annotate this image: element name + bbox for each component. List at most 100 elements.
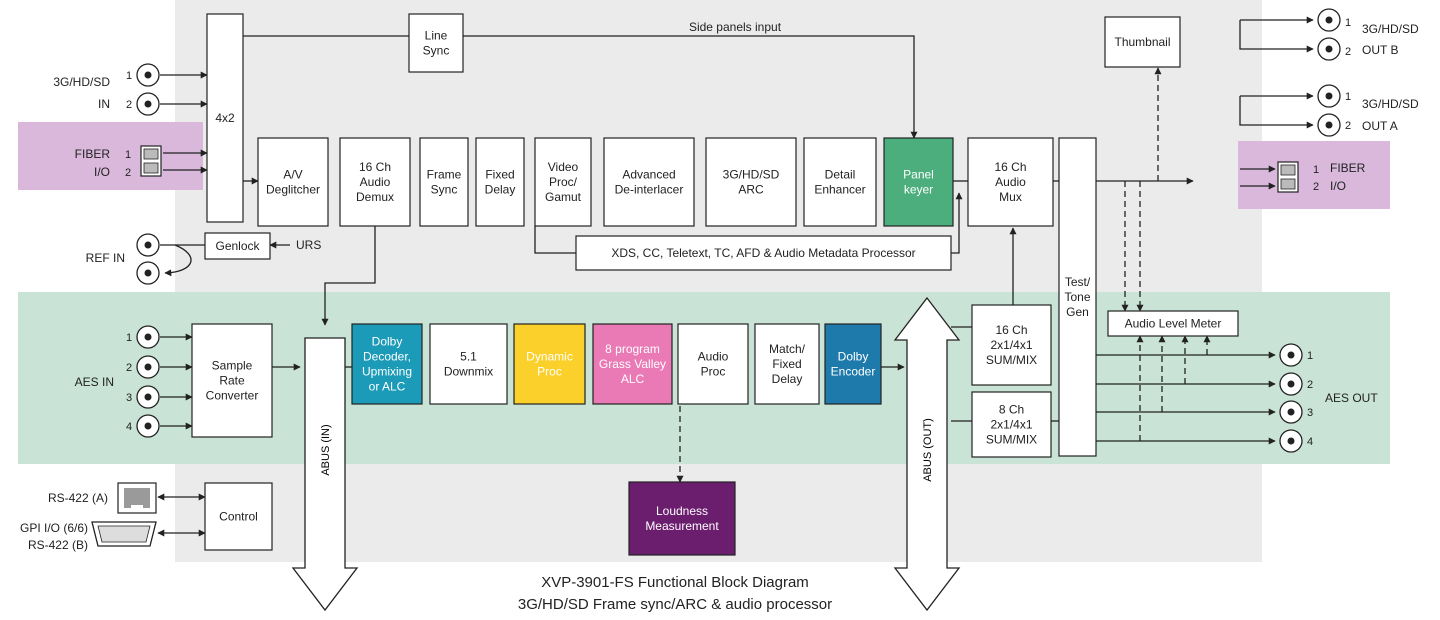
- dolby-encoder-label: Encoder: [831, 365, 876, 379]
- bnc-connector-icon: [1279, 343, 1303, 367]
- line-sync-label: Sync: [423, 44, 450, 58]
- detail-enhancer-label: Enhancer: [814, 183, 865, 197]
- genlock-label: Genlock: [215, 239, 260, 253]
- fiber-in-label-2: I/O: [94, 165, 110, 179]
- dolby-decoder-label: Upmixing: [362, 365, 412, 379]
- video-proc-label: Proc/: [549, 175, 578, 189]
- router-label: 4x2: [215, 111, 235, 125]
- diagram-subtitle: 3G/HD/SD Frame sync/ARC & audio processo…: [518, 596, 832, 613]
- bnc-connector-icon: [1317, 8, 1341, 32]
- av-deglitcher-label: A/V: [283, 168, 302, 182]
- loudness-label: Measurement: [645, 519, 719, 533]
- sum16-label: 16 Ch: [995, 323, 1027, 337]
- audio-proc-label: Audio: [698, 350, 729, 364]
- audio-demux-label: 16 Ch: [359, 160, 391, 174]
- connections: [157, 16, 1314, 537]
- line-sync-label: Line: [425, 29, 448, 43]
- match-delay-label: Fixed: [772, 357, 801, 371]
- abus-in-arrow: ABUS (IN): [291, 337, 359, 612]
- metadata-block: XDS, CC, Teletext, TC, AFD & Audio Metad…: [575, 235, 952, 271]
- port-num: 2: [1345, 46, 1351, 58]
- sample-rate-label: Sample: [212, 359, 253, 373]
- genlock-block: Genlock: [204, 232, 271, 260]
- sum8-label: SUM/MIX: [986, 433, 1037, 447]
- sdi-out-b-label-2: OUT B: [1362, 43, 1398, 57]
- bnc-connector-icon: [1279, 372, 1303, 396]
- router-block: 4x2: [206, 13, 244, 223]
- thumbnail-label: Thumbnail: [1114, 35, 1170, 49]
- port-num: 2: [126, 99, 132, 111]
- sum16-label: SUM/MIX: [986, 353, 1037, 367]
- frame-sync-label: Sync: [431, 183, 458, 197]
- urs-label: URS: [296, 238, 321, 252]
- port-num: 1: [1307, 350, 1313, 362]
- sdi-out-a-label-2: OUT A: [1362, 119, 1398, 133]
- audio-mux-label: Mux: [999, 190, 1022, 204]
- match-delay-label: Match/: [769, 342, 806, 356]
- dolby-decoder-label: or ALC: [369, 380, 406, 394]
- downmix-label: 5.1: [460, 350, 477, 364]
- rs422a-label: RS-422 (A): [48, 491, 108, 505]
- audio-demux-label: Audio: [360, 175, 391, 189]
- port-num: 3: [1307, 407, 1313, 419]
- port-num: 1: [125, 149, 131, 161]
- detail-enhancer-label: Detail: [825, 168, 856, 182]
- gv-alc-label: 8 program: [605, 342, 660, 356]
- fixed-delay-label: Fixed: [485, 168, 514, 182]
- side-panels-annotation: Side panels input: [689, 20, 782, 34]
- fiber-out-connector-icon: [1277, 161, 1299, 193]
- abus-out-label: ABUS (OUT): [922, 418, 934, 482]
- av-deglitcher-label: Deglitcher: [266, 183, 320, 197]
- dynamic-proc-label: Dynamic: [526, 350, 573, 364]
- bnc-connector-icon: [136, 92, 160, 116]
- sdi-out-a-label-1: 3G/HD/SD: [1362, 97, 1419, 111]
- port-num: 4: [126, 421, 132, 433]
- aes-out-label: AES OUT: [1325, 391, 1378, 405]
- port-num: 1: [126, 332, 132, 344]
- bnc-connector-icon: [136, 325, 160, 349]
- port-num: 2: [1345, 120, 1351, 132]
- aes-in-label: AES IN: [75, 375, 114, 389]
- db-connector-icon: [91, 521, 157, 547]
- downmix-label: Downmix: [444, 365, 493, 379]
- control-block: Control: [204, 482, 273, 551]
- match-delay-label: Delay: [772, 372, 803, 386]
- metadata-label: XDS, CC, Teletext, TC, AFD & Audio Metad…: [611, 246, 915, 260]
- test-tone-label: Tone: [1064, 290, 1090, 304]
- fiber-in-band: [18, 122, 203, 190]
- sum16-label: 2x1/4x1: [990, 338, 1032, 352]
- sdi-in-label-1: 3G/HD/SD: [53, 75, 110, 89]
- sample-rate-label: Converter: [206, 389, 259, 403]
- fiber-in-connector-icon: [140, 145, 162, 177]
- bnc-connector-icon: [136, 355, 160, 379]
- bnc-connector-icon: [136, 261, 160, 285]
- port-num: 4: [1307, 436, 1313, 448]
- dynamic-proc-label: Proc: [537, 365, 562, 379]
- abus-in-label: ABUS (IN): [320, 424, 332, 475]
- abus-out-arrow: ABUS (OUT): [893, 296, 961, 612]
- bnc-connector-icon: [136, 414, 160, 438]
- port-num: 1: [1313, 164, 1319, 176]
- bnc-connector-icon: [1317, 113, 1341, 137]
- test-tone-label: Gen: [1066, 305, 1089, 319]
- sum8-label: 2x1/4x1: [990, 418, 1032, 432]
- control-label: Control: [219, 510, 258, 524]
- audio-mux-label: 16 Ch: [994, 160, 1026, 174]
- fixed-delay-label: Delay: [485, 183, 516, 197]
- diagram-title: XVP-3901-FS Functional Block Diagram: [541, 574, 809, 591]
